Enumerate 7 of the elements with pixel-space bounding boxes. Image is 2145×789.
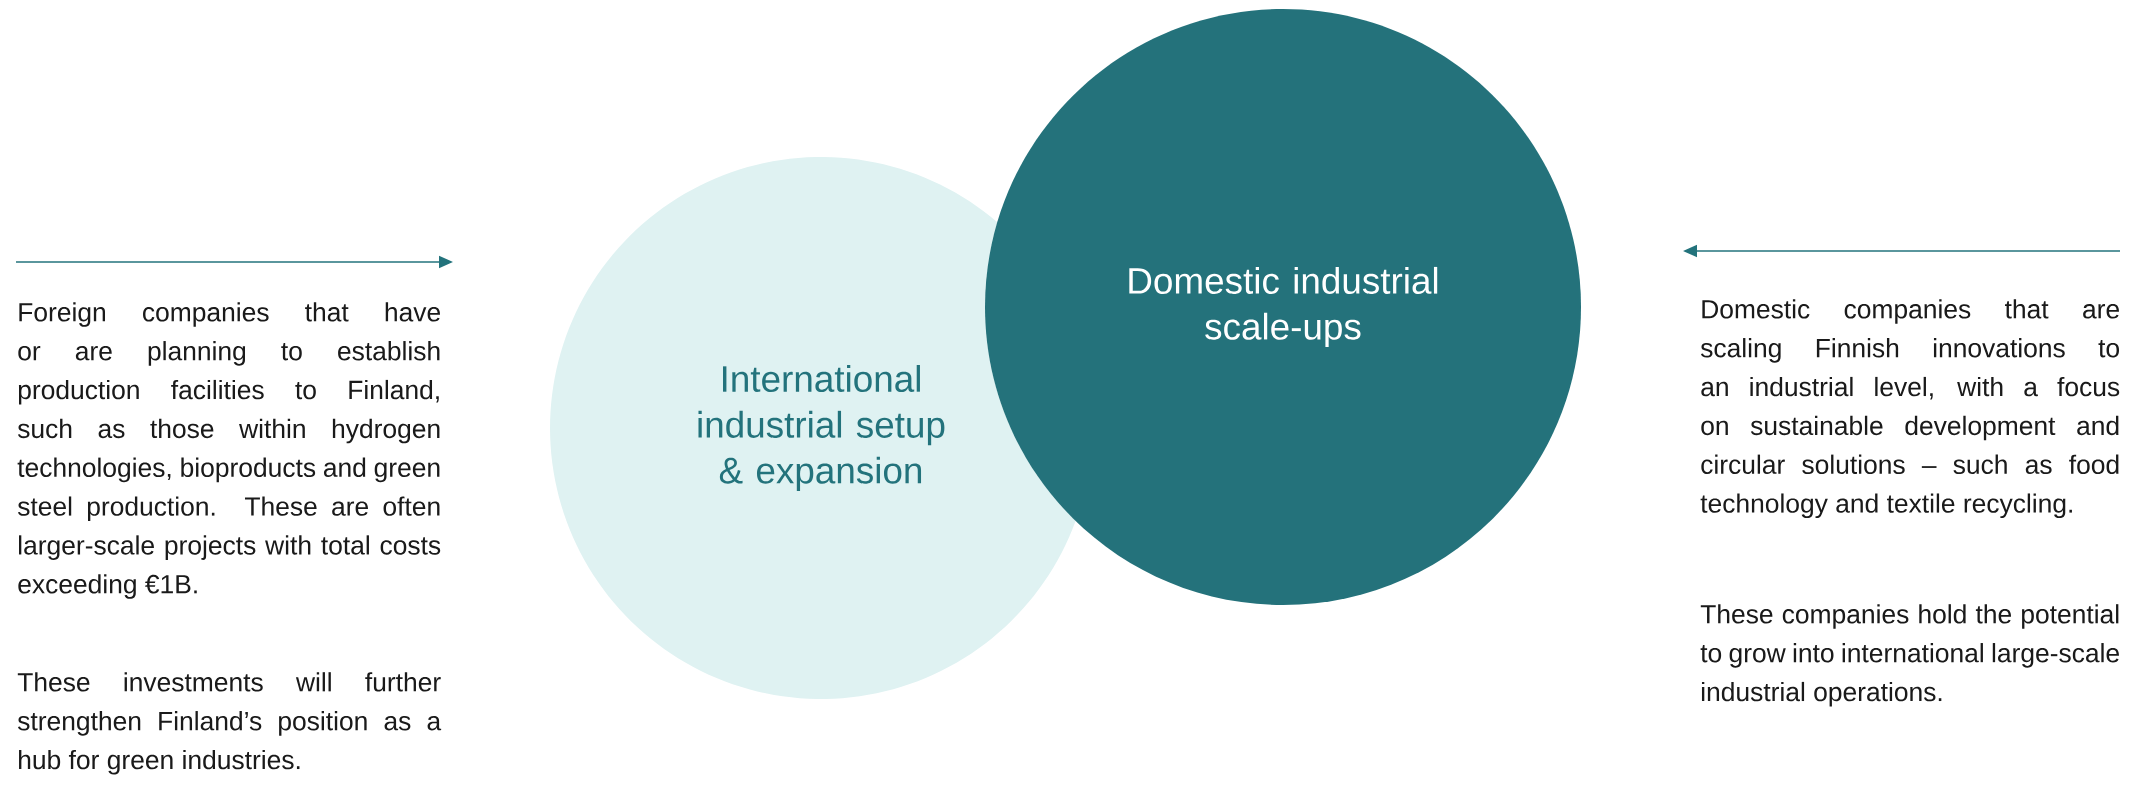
paragraph: Domestic companies that are scaling Finnish innovations to an industrial level, with a focus on sustainable development and circular solutions – such as food technology and textile recycling.	[1700, 299, 2120, 519]
paragraph: These companies hold the potential to grow into international large-scale industrial operations.	[1700, 604, 2119, 707]
paragraph: These investments will further strengthen Finland’s position as a hub for green industries.	[17, 672, 442, 775]
circle-text: Domestic industrial scale-ups	[1129, 266, 1438, 348]
circle-text: International industrial setup & expansion	[698, 365, 945, 491]
circle	[985, 9, 1581, 605]
paragraph: Foreign companies that have or are planning to establish production facilities to Finland, such as those within hydrogen technologies, bioproducts and green steel production. These are often larger-scale projects with total costs exceeding €1B.	[17, 302, 441, 599]
